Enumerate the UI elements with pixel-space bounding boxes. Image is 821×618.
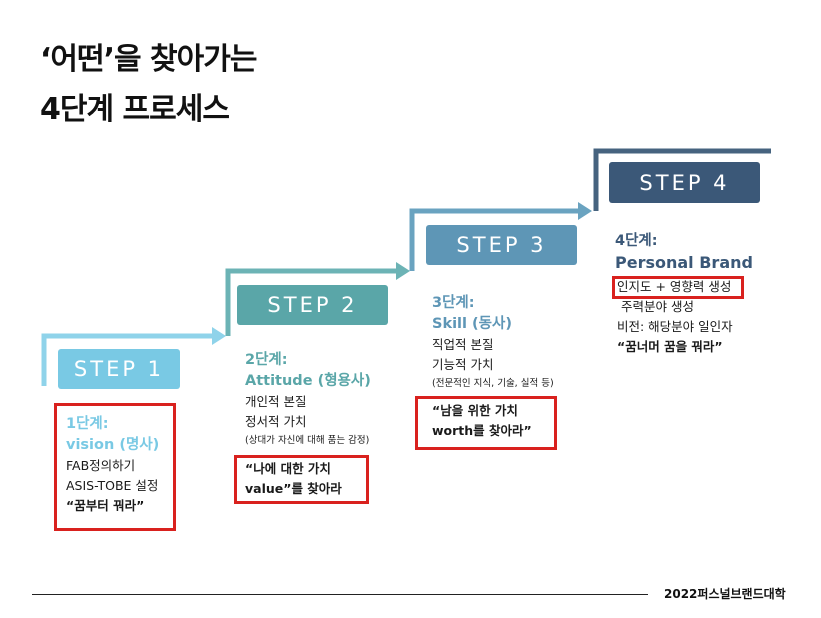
step4-stage: 4단계: bbox=[615, 233, 658, 249]
step3-box: STEP 3 bbox=[426, 225, 577, 265]
step2-quote: “나에 대한 가치 value”를 찾아라 bbox=[245, 459, 342, 499]
step4-line: 주력분야 생성 bbox=[621, 299, 694, 314]
step3-quote-line: worth를 찾아라” bbox=[432, 423, 532, 438]
step3-line: 기능적 가치 bbox=[432, 357, 494, 372]
step4-box: STEP 4 bbox=[609, 162, 760, 203]
step4-quote: “꿈너머 꿈을 꿔라” bbox=[617, 339, 723, 354]
step3-highlight-box bbox=[415, 396, 557, 450]
step1-quote: “꿈부터 꿔라” bbox=[66, 498, 145, 513]
step1-section: 1단계: vision (명사) FAB정의하기 ASIS-TOBE 설정 “꿈… bbox=[66, 414, 159, 516]
step4-highlight-box bbox=[612, 276, 744, 299]
step1-stage: 1단계: bbox=[66, 416, 109, 432]
step2-highlight-box bbox=[234, 455, 369, 504]
footer-brand: 2022퍼스널브랜드대학 bbox=[664, 587, 786, 601]
arrow-step2 bbox=[225, 262, 410, 336]
step2-stage: 2단계: bbox=[245, 352, 288, 368]
step2-box: STEP 2 bbox=[237, 285, 388, 325]
step3-quote-line: “남을 위한 가치 bbox=[432, 403, 518, 418]
step2-name: Attitude (형용사) bbox=[245, 373, 371, 389]
step4-line: 비전: 해당분야 일인자 bbox=[617, 319, 733, 334]
page-title-line2: 4단계 프로세스 bbox=[40, 92, 230, 127]
step2-section: 2단계: Attitude (형용사) 개인적 본질 정서적 가치 (상대가 자… bbox=[245, 350, 371, 450]
step4-lines: 주력분야 생성 비전: 해당분야 일인자 “꿈너머 꿈을 꿔라” bbox=[617, 297, 733, 357]
step2-line: 개인적 본질 bbox=[245, 394, 307, 409]
step4-name: Personal Brand bbox=[615, 253, 753, 272]
step1-line: FAB정의하기 bbox=[66, 458, 136, 473]
arrow-step3 bbox=[409, 202, 592, 271]
step1-highlight-box bbox=[54, 403, 176, 531]
step2-quote-line: “나에 대한 가치 bbox=[245, 461, 331, 476]
arrow-step1 bbox=[41, 327, 226, 386]
step3-stage: 3단계: bbox=[432, 295, 475, 311]
step3-name: Skill (동사) bbox=[432, 316, 512, 332]
step3-section: 3단계: Skill (동사) 직업적 본질 기능적 가치 (전문적인 지식, … bbox=[432, 293, 554, 393]
step2-line: 정서적 가치 bbox=[245, 414, 307, 429]
footer-divider bbox=[32, 594, 648, 595]
step1-name: vision (명사) bbox=[66, 437, 160, 453]
step1-line: ASIS-TOBE 설정 bbox=[66, 478, 159, 493]
step4-highlight-text: 인지도 + 영향력 생성 bbox=[617, 279, 732, 294]
step3-line: 직업적 본질 bbox=[432, 337, 494, 352]
page-title-line1: ‘어떤’을 찾아가는 bbox=[40, 42, 257, 77]
step3-quote: “남을 위한 가치 worth를 찾아라” bbox=[432, 401, 532, 441]
arrow-step4 bbox=[593, 148, 771, 211]
step1-box: STEP 1 bbox=[58, 349, 180, 389]
step2-quote-line: value”를 찾아라 bbox=[245, 481, 342, 496]
step3-note: (전문적인 지식, 기술, 실적 등) bbox=[432, 378, 554, 389]
step4-section: 4단계: Personal Brand bbox=[615, 231, 753, 274]
step2-note: (상대가 자신에 대해 품는 감정) bbox=[245, 435, 370, 446]
